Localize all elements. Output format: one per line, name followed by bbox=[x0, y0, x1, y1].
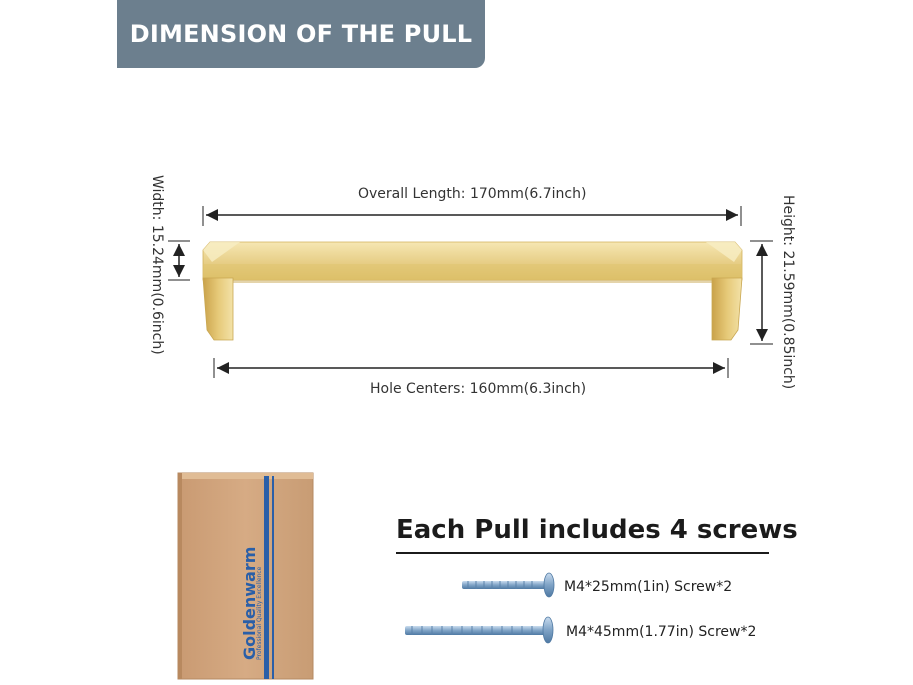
cabinet-pull bbox=[202, 241, 743, 341]
screws-title-underline bbox=[396, 552, 769, 554]
screw-short-label: M4*25mm(1in) Screw*2 bbox=[564, 579, 733, 595]
width-label: Width: 15.24mm(0.6inch) bbox=[149, 175, 165, 355]
width-dimension bbox=[168, 240, 190, 281]
brand-tagline: Professional Quality Excellence bbox=[256, 566, 263, 660]
screw-long-label: M4*45mm(1.77in) Screw*2 bbox=[566, 624, 757, 640]
height-label: Height: 21.59mm(0.85inch) bbox=[780, 195, 796, 390]
height-dimension bbox=[750, 240, 773, 345]
screw-short bbox=[462, 572, 555, 598]
hole-centers-dimension bbox=[213, 358, 729, 378]
header-banner: DIMENSION OF THE PULL bbox=[117, 0, 485, 68]
overall-length-dimension bbox=[202, 206, 742, 226]
screws-title: Each Pull includes 4 screws bbox=[396, 515, 798, 545]
overall-length-label: Overall Length: 170mm(6.7inch) bbox=[358, 186, 587, 202]
banner-title: DIMENSION OF THE PULL bbox=[129, 20, 473, 48]
package-box bbox=[177, 472, 314, 680]
hole-centers-label: Hole Centers: 160mm(6.3inch) bbox=[370, 381, 587, 397]
screw-long bbox=[405, 616, 554, 644]
